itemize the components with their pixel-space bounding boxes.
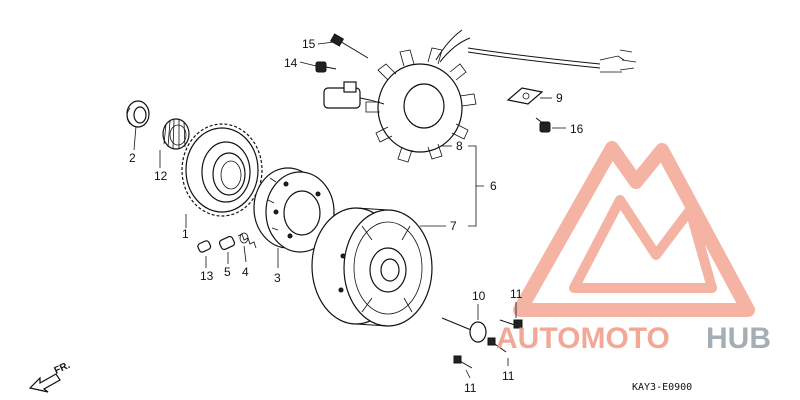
starter-driven-gear bbox=[181, 123, 263, 217]
callout-6: 6 bbox=[490, 179, 497, 193]
callout-8: 8 bbox=[456, 139, 463, 153]
callout-labels: 1 2 3 4 5 6 7 8 9 10 11 11 11 11 12 13 1… bbox=[129, 37, 584, 395]
callout-16: 16 bbox=[570, 122, 584, 136]
callout-7: 7 bbox=[450, 219, 457, 233]
flywheel-rotor bbox=[311, 207, 433, 327]
starter-clutch bbox=[253, 167, 335, 253]
callout-11b: 11 bbox=[502, 369, 515, 383]
callout-12: 12 bbox=[154, 169, 168, 183]
alternator-stator bbox=[323, 29, 637, 163]
watermark-text: AUTOMOTO HUB bbox=[496, 322, 771, 355]
flywheel-bolts bbox=[441, 317, 523, 369]
needle-bearing-ring bbox=[126, 100, 150, 128]
direction-label: FR. bbox=[53, 360, 72, 377]
callout-14: 14 bbox=[284, 56, 298, 70]
callout-4: 4 bbox=[242, 265, 249, 279]
leader-lines bbox=[133, 41, 566, 379]
diagram-ref-code: KAY3-E0900 bbox=[632, 382, 692, 393]
callout-5: 5 bbox=[224, 265, 231, 279]
watermark-logo bbox=[513, 141, 755, 317]
callout-1: 1 bbox=[182, 227, 189, 241]
callout-2: 2 bbox=[129, 151, 136, 165]
front-direction-indicator: FR. bbox=[28, 360, 72, 393]
stator-bolts bbox=[315, 33, 551, 133]
callout-9: 9 bbox=[556, 91, 563, 105]
roller-plunger-spring-set bbox=[197, 232, 257, 253]
watermark-text-hub: HUB bbox=[706, 322, 771, 355]
callout-3: 3 bbox=[274, 271, 281, 285]
callout-15: 15 bbox=[302, 37, 316, 51]
callout-10: 10 bbox=[472, 289, 486, 303]
watermark-text-automoto: AUTOMOTO bbox=[496, 322, 670, 355]
callout-13: 13 bbox=[200, 269, 214, 283]
callout-11c: 11 bbox=[464, 381, 477, 395]
needle-bearing bbox=[162, 118, 190, 150]
callout-11a: 11 bbox=[510, 287, 523, 301]
wire-clamp bbox=[506, 87, 544, 105]
